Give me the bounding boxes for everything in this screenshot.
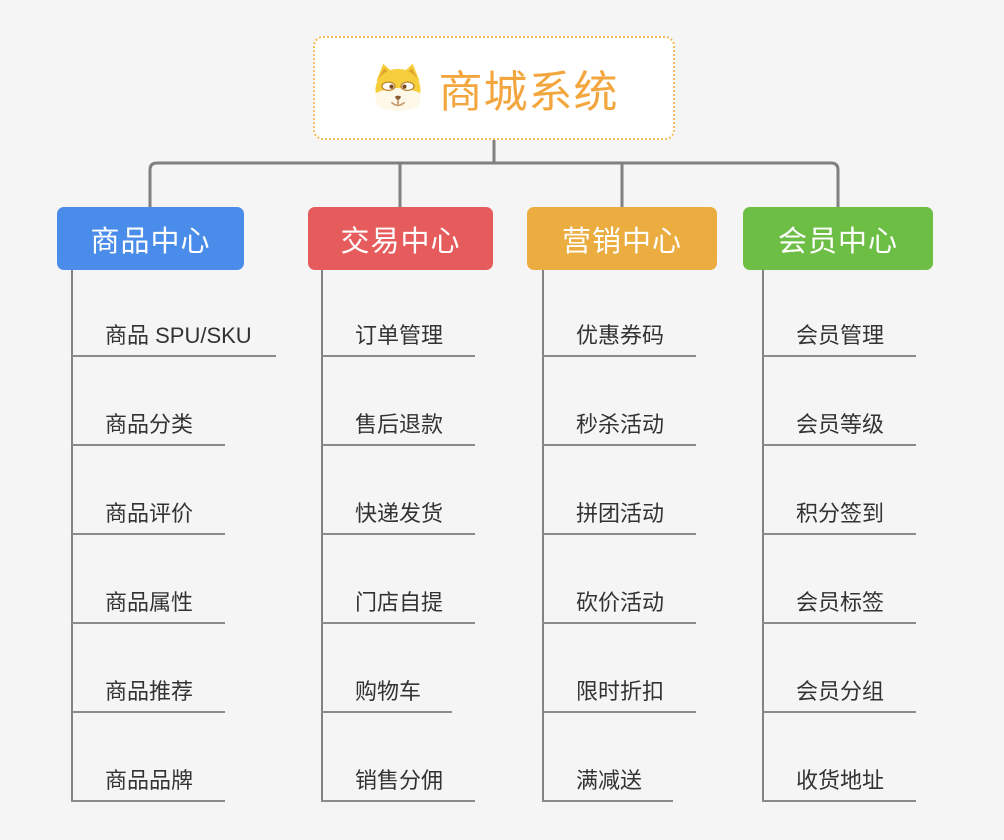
- mindmap-node[interactable]: 限时折扣: [542, 676, 696, 713]
- mindmap-node[interactable]: 会员分组: [762, 676, 916, 713]
- dog-face-icon: [370, 62, 426, 114]
- branch-header-product-center[interactable]: 商品中心: [57, 207, 244, 270]
- mindmap-node[interactable]: 积分签到: [762, 498, 916, 535]
- mindmap-node[interactable]: 会员等级: [762, 409, 916, 446]
- mindmap-node[interactable]: 会员管理: [762, 320, 916, 357]
- branch-spine-trade-center: [321, 270, 323, 800]
- mindmap-node[interactable]: 商品分类: [71, 409, 225, 446]
- mindmap-node[interactable]: 收货地址: [762, 765, 916, 802]
- mindmap-node[interactable]: 快递发货: [321, 498, 475, 535]
- root-title: 商城系统: [438, 68, 619, 117]
- mindmap-node[interactable]: 砍价活动: [542, 587, 696, 624]
- mindmap-node[interactable]: 商品属性: [71, 587, 225, 624]
- branch-header-trade-center[interactable]: 交易中心: [308, 207, 493, 270]
- mindmap-node[interactable]: 商品评价: [71, 498, 225, 535]
- mindmap-node[interactable]: 购物车: [321, 676, 452, 713]
- branch-spine-member-center: [762, 270, 764, 800]
- branch-header-member-center[interactable]: 会员中心: [743, 207, 933, 270]
- mindmap-node[interactable]: 门店自提: [321, 587, 475, 624]
- mindmap-node[interactable]: 订单管理: [321, 320, 475, 357]
- root-node[interactable]: 商城系统: [313, 36, 675, 140]
- mindmap-node[interactable]: 商品 SPU/SKU: [71, 320, 276, 357]
- mindmap-node[interactable]: 拼团活动: [542, 498, 696, 535]
- branch-header-marketing-center[interactable]: 营销中心: [527, 207, 717, 270]
- branch-spine-marketing-center: [542, 270, 544, 800]
- mindmap-node[interactable]: 商品推荐: [71, 676, 225, 713]
- mindmap-node[interactable]: 满减送: [542, 765, 673, 802]
- mindmap-node[interactable]: 商品品牌: [71, 765, 225, 802]
- branch-spine-product-center: [71, 270, 73, 800]
- mindmap-node[interactable]: 售后退款: [321, 409, 475, 446]
- mindmap-node[interactable]: 销售分佣: [321, 765, 475, 802]
- mindmap-node[interactable]: 秒杀活动: [542, 409, 696, 446]
- mindmap-node[interactable]: 会员标签: [762, 587, 916, 624]
- mindmap-node[interactable]: 优惠券码: [542, 320, 696, 357]
